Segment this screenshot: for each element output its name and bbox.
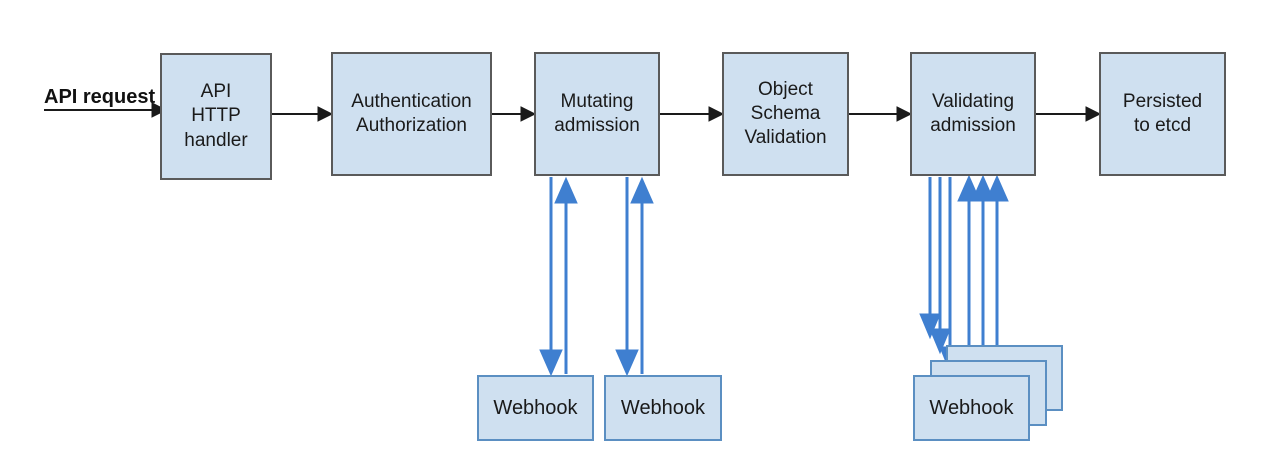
connector-validating-to-etcd [1036,106,1102,122]
connector-mutating-return-webhook-1 [554,176,578,374]
connector-entry-to-api-handler [44,102,168,118]
connector-mutating-call-webhook-2 [615,177,639,377]
connector-mutating-call-webhook-1 [539,177,563,377]
stage-box-persisted-to-etcd[interactable]: Persisted to etcd [1099,52,1226,176]
webhook-box-mutating-1[interactable]: Webhook [477,375,594,441]
connector-validating-call-webhook-3 [919,177,941,340]
connector-mutating-return-webhook-2 [630,176,654,374]
stage-box-validating-admission[interactable]: Validating admission [910,52,1036,176]
connector-mutating-to-schema [660,106,725,122]
black-flow-arrows [44,102,1102,122]
connector-validating-call-webhook-2 [929,177,951,355]
webhook-box-validating-front[interactable]: Webhook [913,375,1030,441]
connector-api-handler-to-auth [272,106,334,122]
connector-schema-to-validating [849,106,913,122]
mutating-webhook-arrows [539,176,654,377]
stage-box-authentication-authorization[interactable]: Authentication Authorization [331,52,492,176]
webhook-box-mutating-2[interactable]: Webhook [604,375,722,441]
stage-box-mutating-admission[interactable]: Mutating admission [534,52,660,176]
stage-box-object-schema-validation[interactable]: Object Schema Validation [722,52,849,176]
stage-box-api-http-handler[interactable]: API HTTP handler [160,53,272,180]
connector-auth-to-mutating [492,106,537,122]
entry-label-api-request: API request [44,86,156,108]
